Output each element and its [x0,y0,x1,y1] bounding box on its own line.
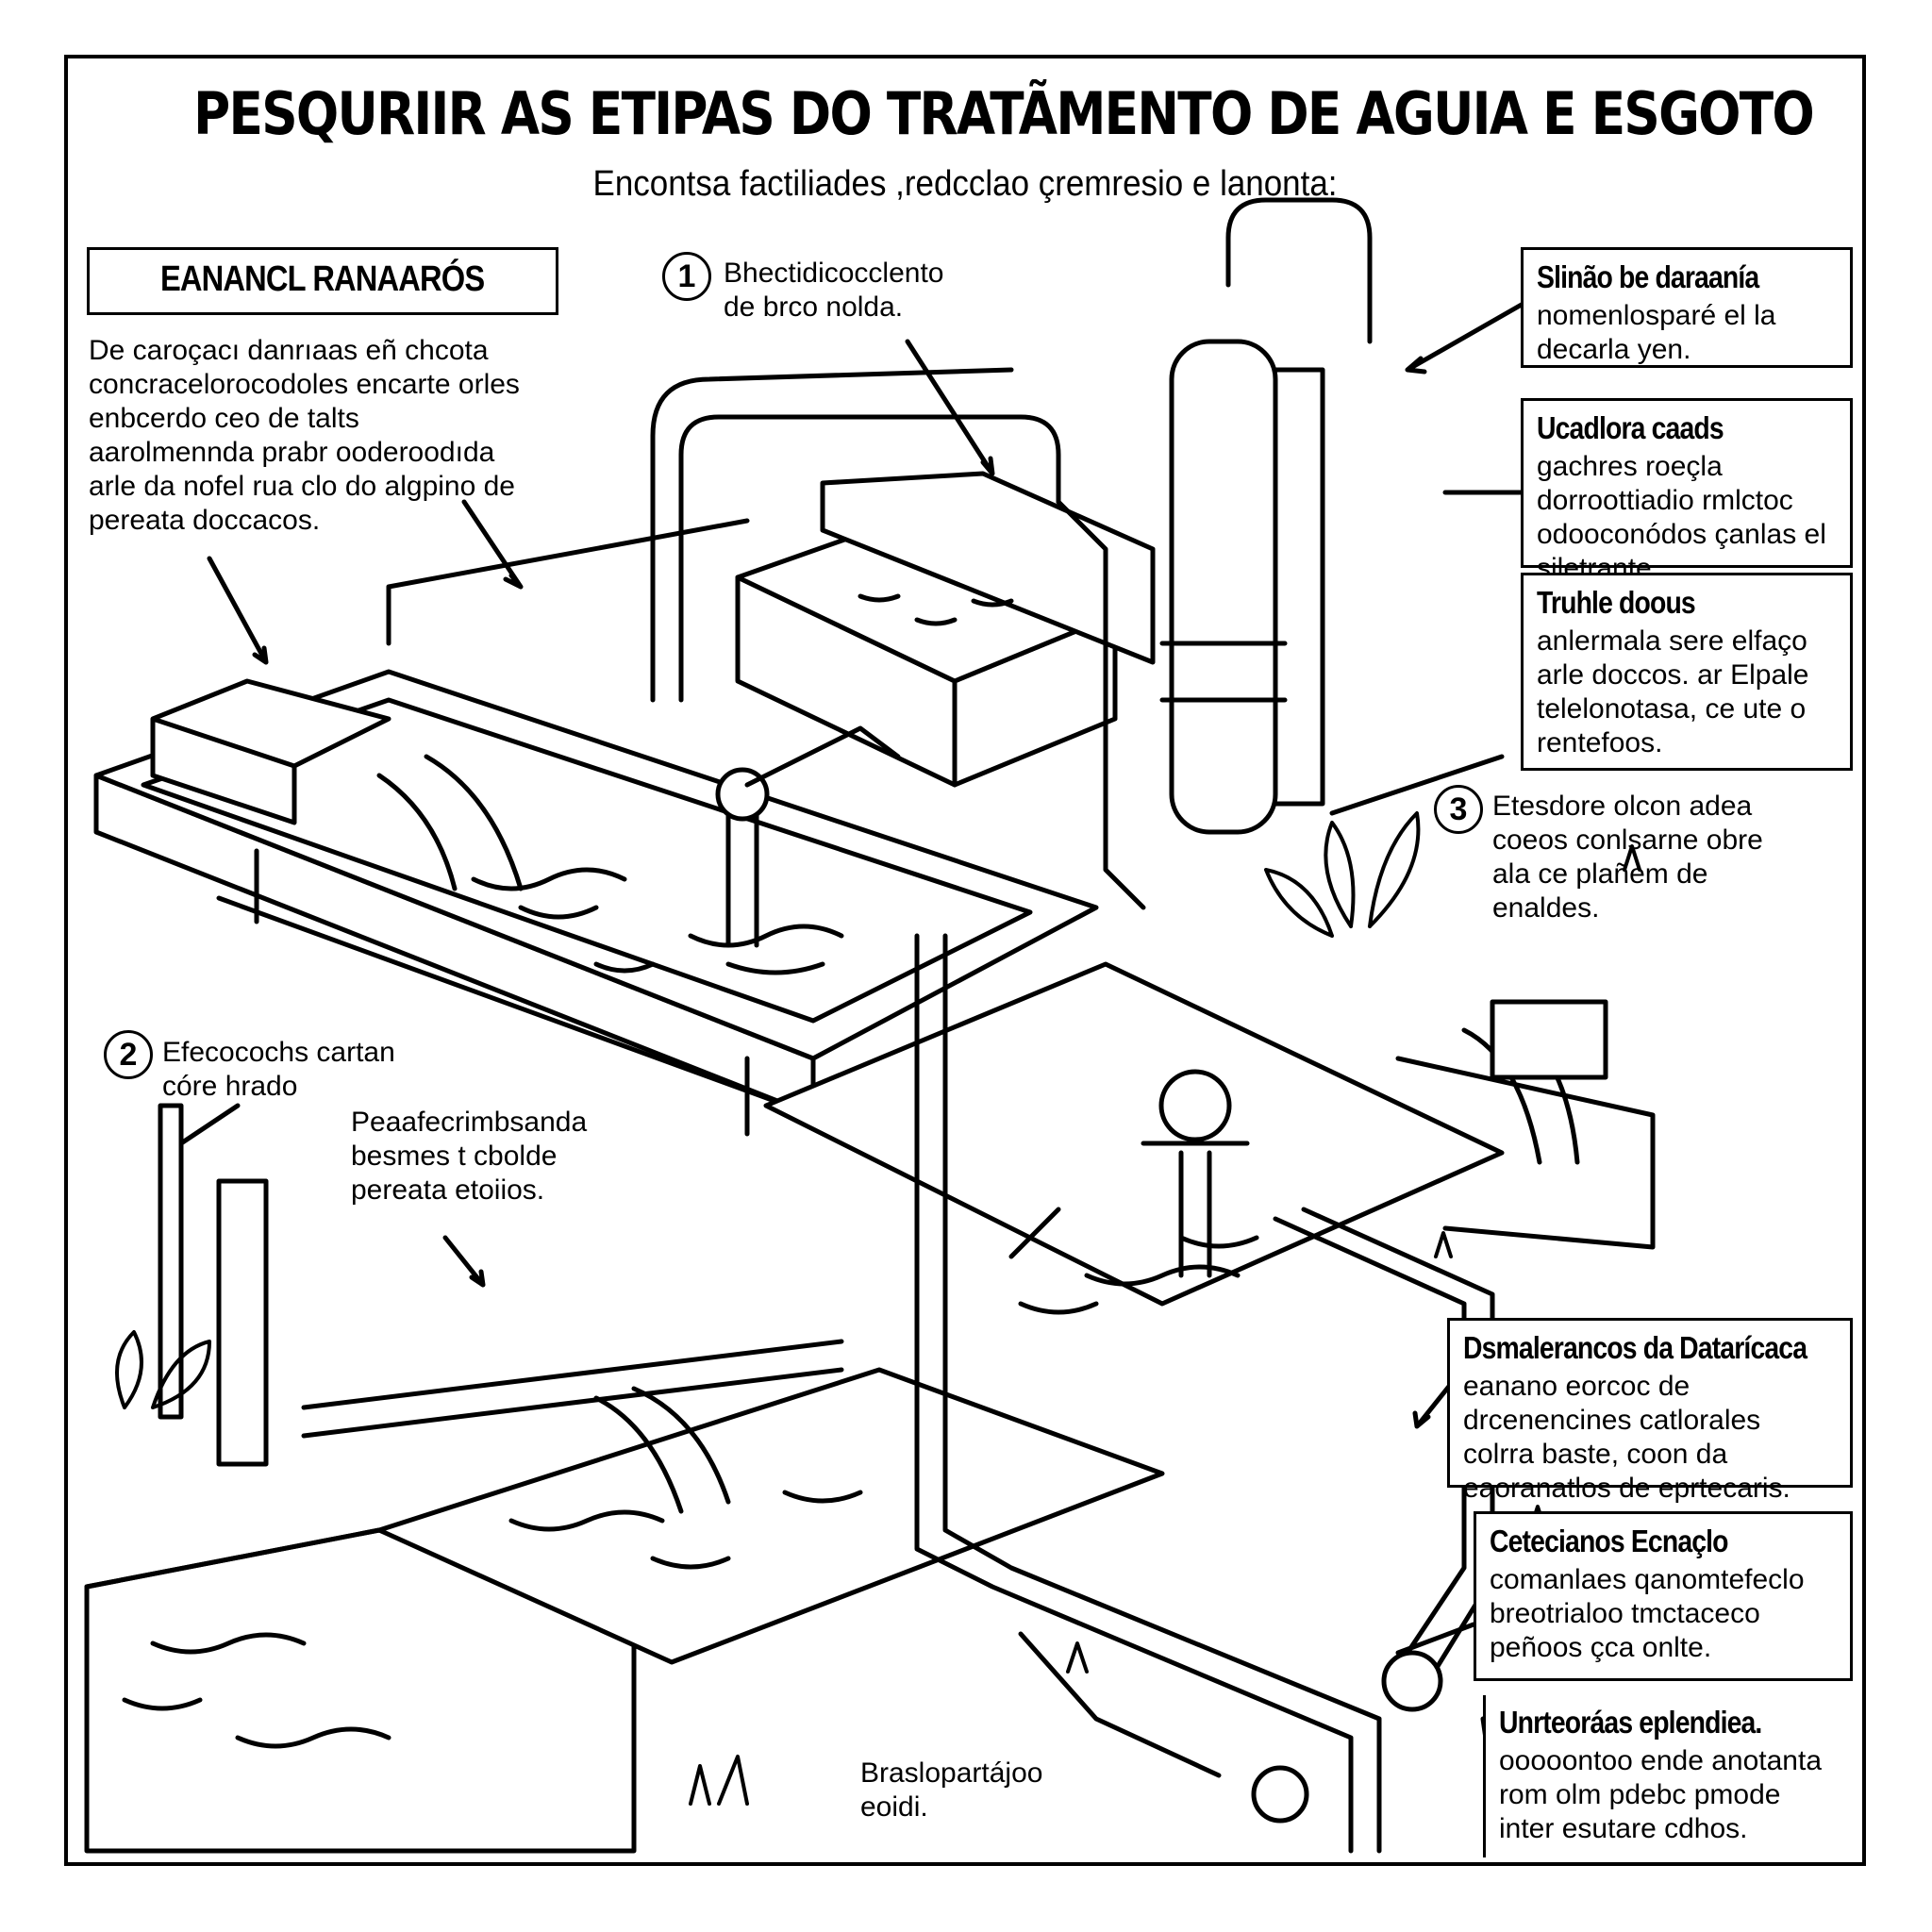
info-box-4-text: eanano eorcoc de drcenencines catlorales… [1463,1371,1790,1504]
info-box-2-title: Ucadlora caads [1537,410,1724,445]
info-box-5-text: comanlaes qanomtefeclo breotrialoo tmcta… [1490,1564,1805,1663]
info-box-3-text: anlermala sere elfaço arle doccos. ar El… [1537,625,1809,758]
info-box-5-title: Cetecianos Ecnaçlo [1490,1524,1729,1558]
info-box-1-text: nomenlosparé el la decarla yen. [1537,300,1776,365]
info-box-4-title: Dsmalerancos da Datarícaca [1463,1330,1807,1365]
info-box-1: Slinão be daraanía nomenlosparé el la de… [1521,247,1853,368]
step-1-text: Bhectidicocclento de brco nolda. [724,258,944,323]
step-2-text: Efecocochs cartan córe hrado [162,1037,395,1102]
outlet-note-label: Braslopartájoo eoidi. [860,1757,1043,1823]
left-panel-heading: EANANCL RANAARÓS [87,247,558,315]
upper-pipes [386,367,1146,948]
plants [115,811,1641,1806]
lower-middle-basin [301,1339,1165,1665]
treatment-plant-illustration [84,197,1656,1854]
info-box-6-text: ooooontoo ende anotanta rom olm pdebc pm… [1499,1745,1822,1844]
page-subtitle: Encontsa factiliades ,redcclao çremresio… [592,164,1338,204]
upper-basin [93,669,1099,1137]
right-basin [763,961,1656,1315]
info-box-6: Unrteoráas eplendiea. ooooontoo ende ano… [1483,1695,1853,1857]
filter-note-label: Peaafecrimbsanda besmes t cbolde pereata… [351,1107,588,1206]
info-box-2-text: gachres roeçla dorroottiadio rmlctoc odo… [1537,451,1826,584]
info-box-3-title: Truhle doous [1537,585,1696,620]
step-3-number: 3 [1434,785,1483,834]
page-title: PESQURIIR AS ETIPAS DO TRATÃMENTO DE AGU… [193,79,1815,148]
step-2-number: 2 [104,1030,153,1079]
lower-left-basin [84,1103,637,1854]
diagram-frame: PESQURIIR AS ETIPAS DO TRATÃMENTO DE AGU… [64,55,1866,1866]
step-3-text: Etesdore olcon adea coeos conlsarne obre… [1492,791,1763,924]
step-1-number: 1 [662,252,711,301]
info-box-5: Cetecianos Ecnaçlo comanlaes qanomtefecl… [1474,1511,1853,1681]
outlet-pipes [914,933,1495,1854]
filter-column [1159,197,1373,835]
info-box-4: Dsmalerancos da Datarícaca eanano eorcoc… [1447,1318,1853,1504]
info-box-6-title: Unrteoráas eplendiea. [1499,1705,1762,1740]
clarifier-tank [735,471,1156,788]
info-box-2: Ucadlora caads gachres roeçla dorroottia… [1521,398,1853,584]
info-box-3: Truhle doous anlermala sere elfaço arle … [1521,573,1853,771]
callout-arrows [178,291,1580,1788]
left-panel-text: De caroçacı danrıaas eñ chcota concracel… [89,335,520,536]
info-box-1-title: Slinão be daraanía [1537,259,1759,294]
